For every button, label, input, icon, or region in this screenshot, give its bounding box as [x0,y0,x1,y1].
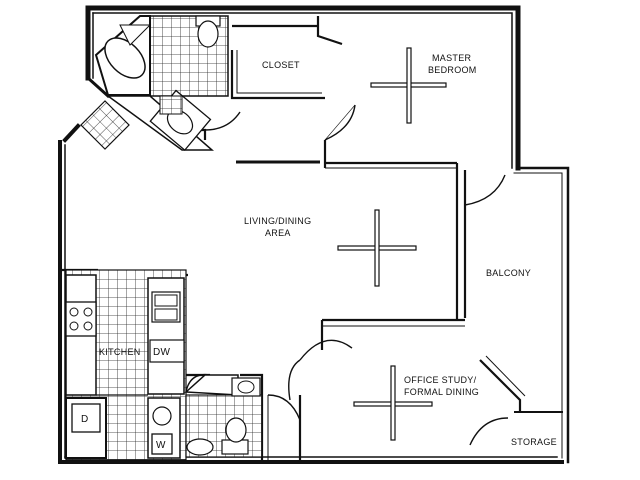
kitchen-label: KITCHEN [99,347,141,357]
closet-label: CLOSET [262,60,300,70]
room-labels: CLOSET MASTER BEDROOM LIVING/DINING AREA… [81,53,557,451]
storage-label: STORAGE [511,437,557,447]
lower-bath-door [267,394,301,421]
office-study-label-2: FORMAL DINING [404,387,479,397]
balcony-door [464,174,506,206]
dryer-label: D [81,414,89,425]
washer-label: W [156,440,166,451]
dishwasher-label: DW [153,347,171,358]
lower-bath [184,374,263,458]
office-study-label-1: OFFICE STUDY/ [404,375,477,385]
master-bedroom-label-2: BEDROOM [428,65,477,75]
ceiling-fan-bedroom [370,47,447,124]
living-dining-label-1: LIVING/DINING [244,216,311,226]
ceiling-fan-office [353,365,433,441]
master-bedroom-label-1: MASTER [432,53,472,63]
office-door-2 [288,359,301,401]
exterior-walls [58,5,570,464]
storage-door [469,417,509,446]
bedroom-door [324,104,356,141]
balcony-label: BALCONY [486,268,531,278]
living-dining-label-2: AREA [265,228,291,238]
master-bath [80,15,229,152]
office-door-1 [299,339,353,361]
bath-door [204,111,241,131]
ceiling-fan-living [337,209,417,287]
kitchen [65,269,187,461]
